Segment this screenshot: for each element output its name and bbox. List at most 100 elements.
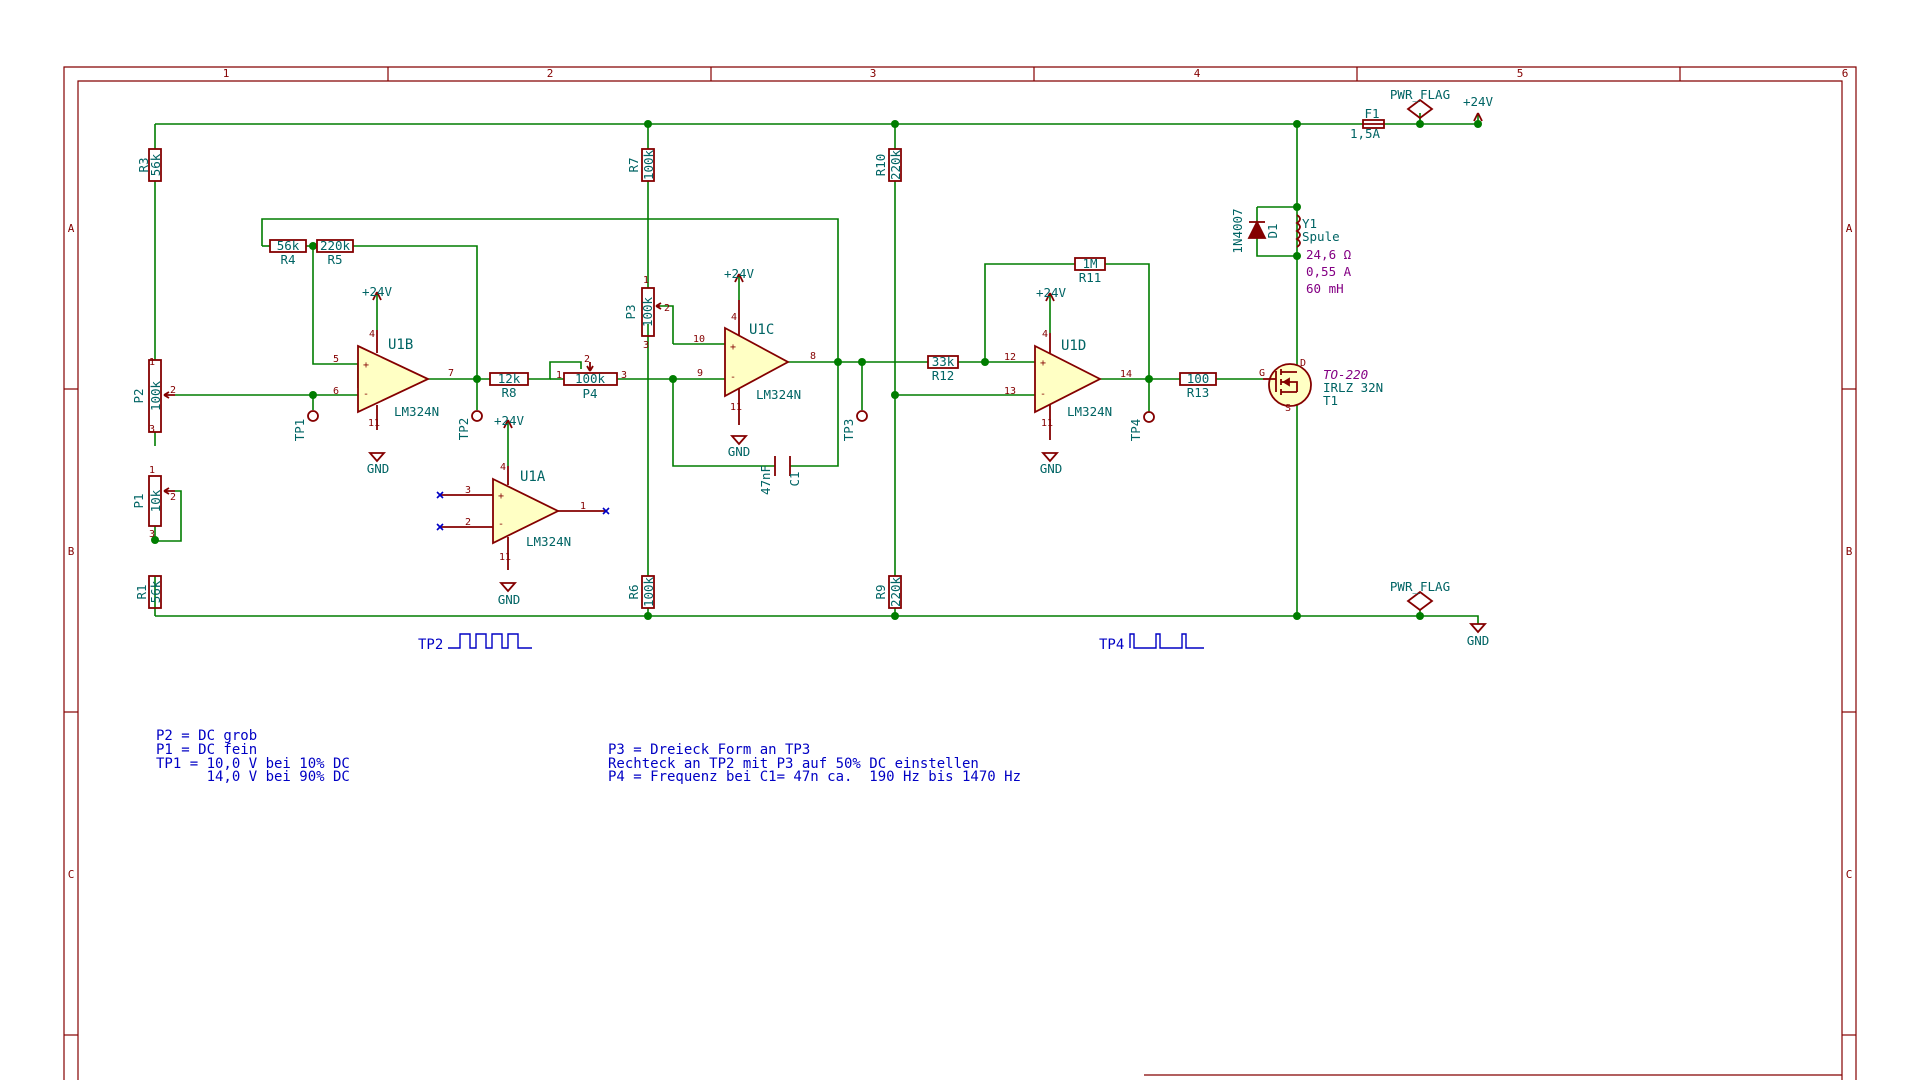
f1-ref: F1 [1364,106,1379,121]
svg-text:+: + [730,342,736,353]
svg-text:3: 3 [149,529,155,540]
u1d-gnd-label: GND [1040,461,1063,476]
svg-text:S: S [1285,403,1291,414]
u1a-gnd-label: GND [498,592,521,607]
note-left-1: P2 = DC grob [156,728,257,744]
u1a-part: LM324N [526,534,571,549]
r10-value: 220k [888,149,903,180]
u1c-supply-label: +24V [724,266,755,281]
svg-text:11: 11 [730,402,742,413]
border-col-3: 3 [870,67,877,80]
r1-value: 56k [148,580,163,603]
u1d-ref: U1D [1061,338,1086,354]
resistor-r3[interactable]: R3 56k [136,148,163,182]
signal-tp2: TP2 [418,633,532,653]
r1-ref: R1 [134,584,149,599]
resistor-r11[interactable]: 1M R11 [1074,256,1106,285]
svg-text:10: 10 [693,334,705,345]
mosfet-t1[interactable]: G D S TO-220 IRLZ 32N T1 [1259,358,1383,414]
d1-ref: D1 [1265,223,1280,238]
tp4-label: TP4 [1128,419,1143,442]
r6-value: 100k [641,576,656,607]
testpoint-tp1[interactable]: TP1 [292,395,319,441]
t1-ref: T1 [1323,393,1338,408]
svg-text:+: + [1040,358,1046,369]
u1d-part: LM324N [1067,404,1112,419]
svg-text:6: 6 [333,386,339,397]
p4-ref: P4 [582,386,597,401]
resistor-r8[interactable]: 12k R8 [489,371,529,400]
r5-ref: R5 [327,252,342,267]
resistor-r1[interactable]: R1 56k [134,575,163,609]
potentiometer-p1[interactable]: 132 P1 10k [131,465,176,540]
u1c-gnd-label: GND [728,444,751,459]
testpoint-tp2[interactable]: TP2 [456,379,483,441]
resistor-r13[interactable]: 100 R13 [1179,371,1217,400]
resistor-r5[interactable]: 220k R5 [316,238,354,267]
svg-text:-: - [730,372,736,383]
testpoint-tp4[interactable]: TP4 [1128,411,1155,442]
svg-text:4: 4 [731,312,737,323]
svg-text:9: 9 [697,368,703,379]
junctions [151,120,1482,620]
sheet-border: 1 2 3 4 5 6 A B C A B C [63,66,1857,1080]
coil-y1[interactable]: Y1 Spule 24,6 Ω 0,55 A 60 mH [1295,214,1352,296]
svg-text:2: 2 [170,385,176,396]
u1c-part: LM324N [756,387,801,402]
svg-text:+: + [363,360,369,371]
signal-tp2-label: TP2 [418,637,443,653]
svg-text:3: 3 [465,485,471,496]
d1-value: 1N4007 [1230,208,1245,253]
y1-value: Spule [1302,229,1340,244]
resistor-r10[interactable]: R10 220k [873,148,903,182]
r11-ref: R11 [1079,270,1102,285]
testpoint-tp3[interactable]: TP3 [841,395,868,441]
pwr-flag-bottom: PWR_FLAG [1390,579,1450,616]
border-row-c-left: C [68,868,75,881]
notes-right: P3 = Dreieck Form an TP3 Rechteck an TP2… [608,742,1021,785]
opamp-u1a[interactable]: 321 411 +- +24V GND U1A LM324N [436,413,610,607]
gnd-main-label: GND [1467,633,1490,648]
tp2-label: TP2 [456,418,471,441]
potentiometer-p2[interactable]: 132 P2 100k [131,357,176,435]
potentiometer-p3[interactable]: 132 P3 100k [623,275,670,351]
resistor-r6[interactable]: R6 100k [626,575,656,609]
svg-text:3: 3 [621,370,627,381]
diode-d1[interactable]: 1N4007 D1 [1230,208,1280,253]
svg-text:4: 4 [369,329,375,340]
border-row-a-left: A [68,222,75,235]
svg-text:4: 4 [500,462,506,473]
resistor-r12[interactable]: 33k R12 [927,354,959,383]
r3-value: 56k [148,153,163,176]
capacitor-c1[interactable]: 47nF C1 [758,456,802,495]
supply-24v-label: +24V [1463,94,1494,109]
fuse-f1[interactable]: F1 1,5A [1350,106,1385,141]
resistor-r7[interactable]: R7 100k [626,148,656,182]
r9-ref: R9 [873,584,888,599]
svg-text:2: 2 [170,492,176,503]
r12-value: 33k [932,354,955,369]
svg-text:4: 4 [1042,329,1048,340]
r9-value: 220k [888,576,903,607]
svg-text:3: 3 [643,340,649,351]
svg-text:7: 7 [448,368,454,379]
svg-text:11: 11 [1041,418,1053,429]
border-col-4: 4 [1194,67,1201,80]
p3-value: 100k [640,296,655,327]
border-row-c-right: C [1846,868,1853,881]
note-left-2: P1 = DC fein [156,742,257,758]
border-row-b-right: B [1846,545,1853,558]
resistor-r4[interactable]: 56k R4 [269,238,307,267]
border-row-a-right: A [1846,222,1853,235]
signal-tp4: TP4 [1099,633,1204,653]
svg-text:1: 1 [149,357,155,368]
svg-text:1: 1 [556,370,562,381]
r7-ref: R7 [626,157,641,172]
resistor-r9[interactable]: R9 220k [873,575,903,609]
svg-text:+: + [498,491,504,502]
